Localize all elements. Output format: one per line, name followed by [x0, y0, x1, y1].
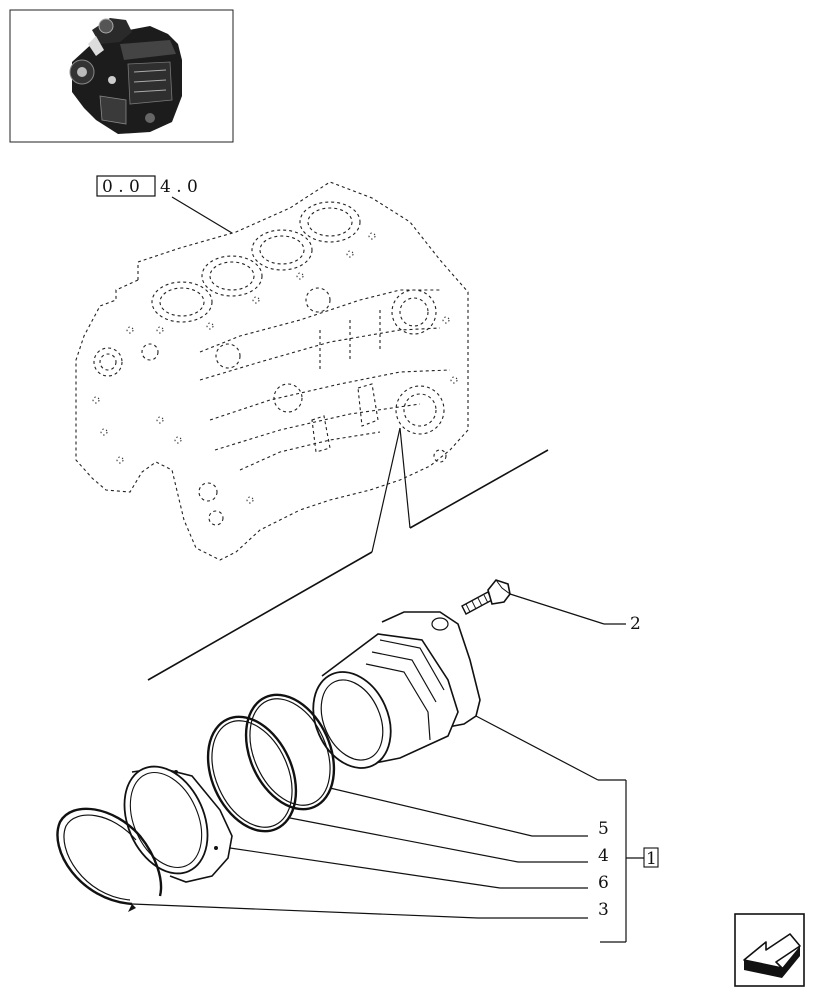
callout-leaders: [131, 593, 644, 943]
next-page-arrow-icon[interactable]: [734, 913, 805, 987]
callout-5: 5: [598, 819, 609, 839]
reference-part2: 4 . 0: [160, 177, 198, 197]
reference-part1: 0 . 0: [102, 177, 140, 197]
group-bracket-label: 1: [646, 849, 657, 869]
callout-2: 2: [630, 614, 641, 634]
callout-4: 4: [598, 846, 609, 866]
group-bracket-box: [643, 847, 659, 868]
reference-label[interactable]: 0 . 0 4 . 0: [96, 175, 233, 234]
callout-numbers: 2 5 4 6 3 1: [598, 614, 659, 920]
o-ring-part-4[interactable]: [191, 703, 313, 845]
reference-leader-line: [171, 196, 233, 234]
bushing-part-6[interactable]: [109, 753, 233, 886]
engine-thumbnail-icon[interactable]: [9, 9, 234, 143]
callout-6: 6: [598, 873, 609, 893]
sleeve-housing-part-1[interactable]: [299, 611, 481, 780]
engine-block-phantom: [75, 181, 469, 561]
explode-guide: [147, 427, 549, 681]
snap-ring-part-3[interactable]: [56, 807, 163, 912]
bolt-part-2[interactable]: [461, 579, 511, 615]
o-ring-part-5[interactable]: [229, 681, 351, 823]
callout-3: 3: [598, 900, 609, 920]
